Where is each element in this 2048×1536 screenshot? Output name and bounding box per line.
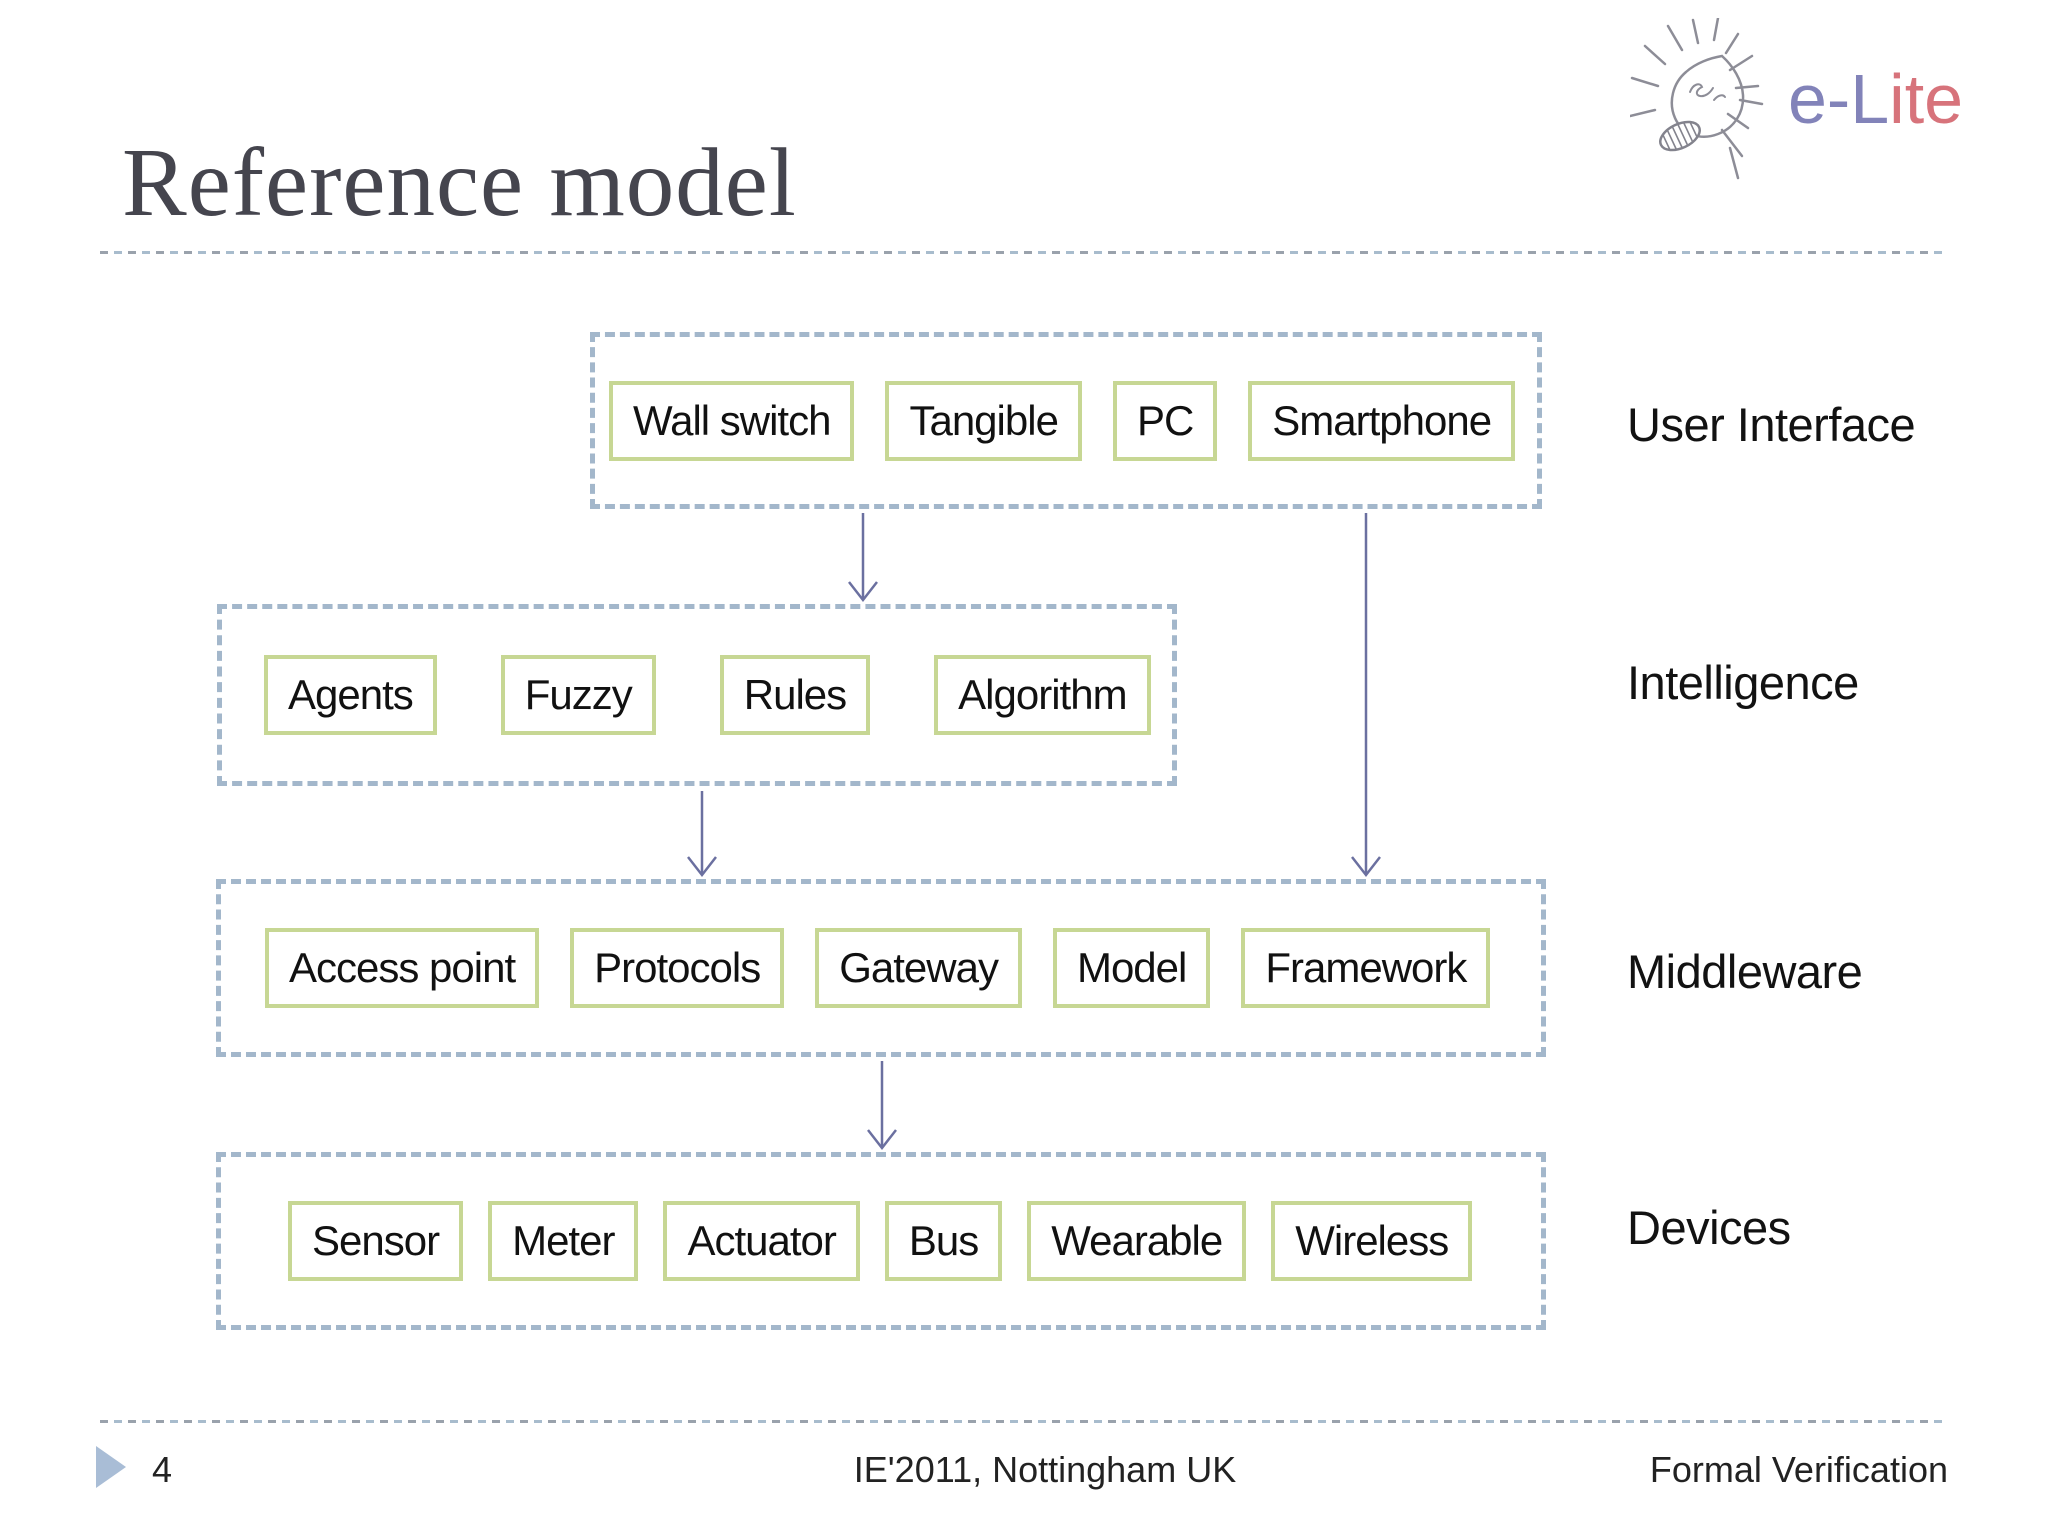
layer-box: Meter [488,1201,639,1281]
layer-box: Model [1052,928,1211,1008]
arrow-intelligence-to-middleware [687,791,717,878]
layer-box: Access point [265,928,540,1008]
arrow-ui-to-intelligence [848,513,878,603]
layer-box: Framework [1241,928,1491,1008]
layer-box: Wall switch [609,380,855,461]
arrow-ui-to-middleware [1351,513,1381,878]
layer-box: Gateway [815,928,1022,1008]
layer-label-intelligence: Intelligence [1627,656,1859,709]
layer-box: Smartphone [1248,380,1516,461]
layer-box: PC [1112,380,1218,461]
footer-page-marker-icon [96,1446,126,1488]
layer-box: Rules [719,655,871,735]
layer-label-middleware: Middleware [1627,945,1863,998]
lightbulb-logo-icon [1630,18,1764,180]
layer-frame-intelligence: Agents Fuzzy Rules Algorithm [217,604,1177,786]
layer-label-user-interface: User Interface [1627,398,1916,451]
layer-box: Tangible [885,380,1082,461]
layer-box: Protocols [570,928,785,1008]
layer-box: Wireless [1271,1201,1473,1281]
layer-frame-middleware: Access point Protocols Gateway Model Framewo… [216,879,1546,1057]
arrow-middleware-to-devices [867,1061,897,1151]
layer-box: Agents [264,655,437,735]
layer-frame-user-interface: Wall switch Tangible PC Smartphone [590,332,1542,509]
page-title: Reference model [122,129,797,236]
brand-text-secondary: ite [1889,60,1964,138]
layer-box: Fuzzy [500,655,656,735]
footer-separator [100,1420,1948,1423]
layer-label-devices: Devices [1627,1201,1791,1254]
layer-box: Sensor [288,1201,464,1281]
layer-box: Algorithm [934,655,1151,735]
layer-box: Bus [884,1201,1003,1281]
footer-conference: IE'2011, Nottingham UK [853,1449,1237,1490]
layer-frame-devices: Sensor Meter Actuator Bus Wearable Wireless [216,1152,1546,1330]
brand-text: e-Lite [1788,64,1963,134]
brand-text-primary: e-L [1788,60,1890,138]
footer-topic: Formal Verification [1649,1449,1948,1490]
layer-box: Wearable [1027,1201,1247,1281]
footer-page-number: 4 [152,1449,173,1490]
title-separator [100,251,1948,254]
layer-box: Actuator [663,1201,860,1281]
